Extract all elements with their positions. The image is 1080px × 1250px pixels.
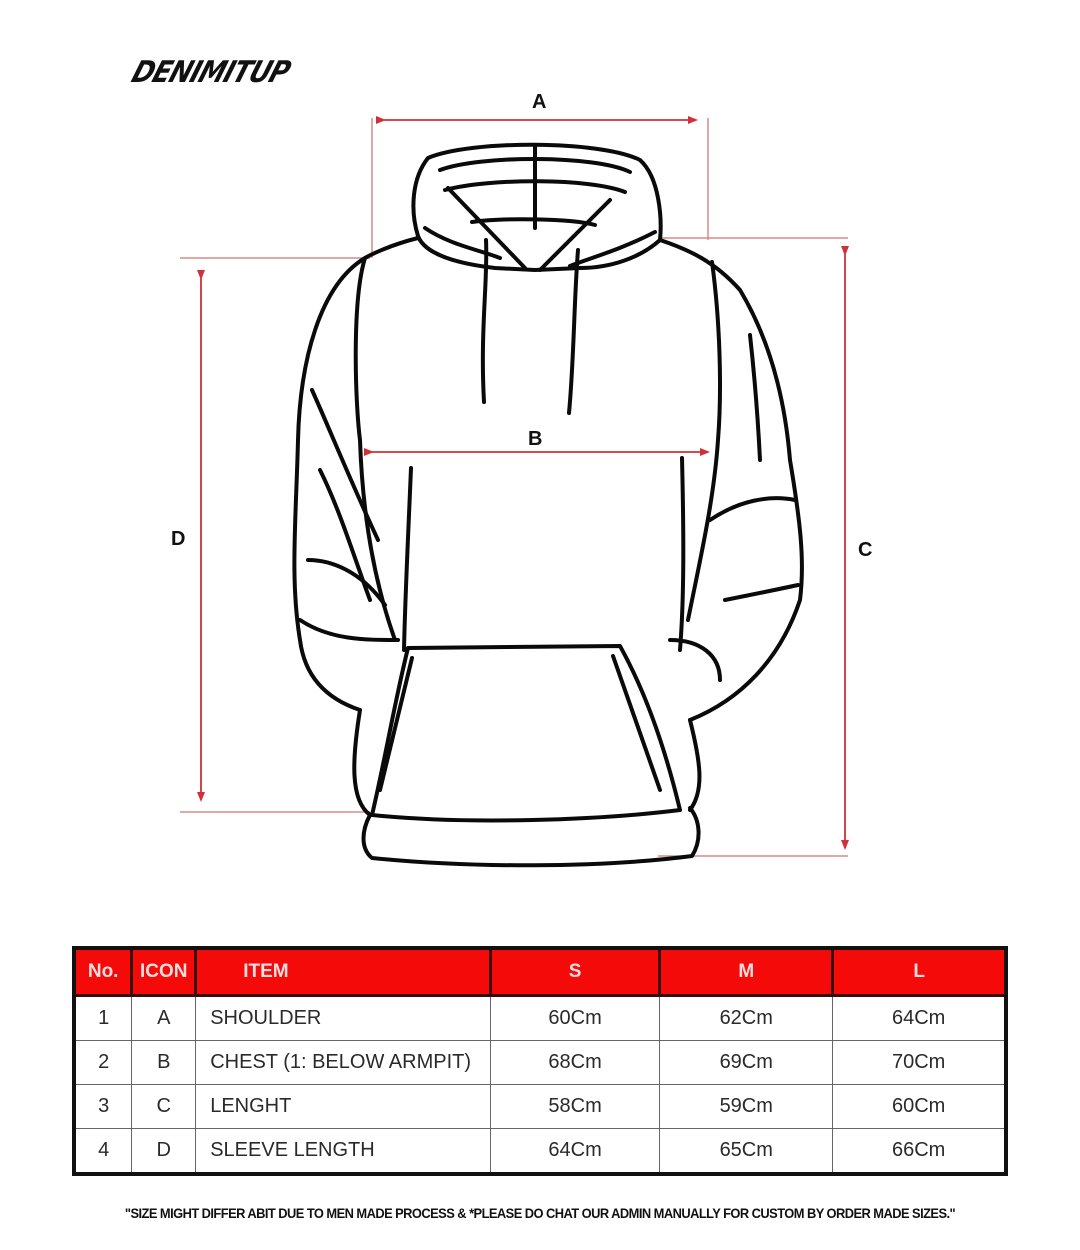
cell-size-m: 69Cm [659,1040,834,1085]
table-row: 3 C LENGHT 58Cm 59Cm 60Cm [73,1084,1007,1129]
size-chart-table: No. ICON ITEM S M L 1 A SHOULDER 60Cm 62… [72,946,1008,1176]
col-header-size-l: L [831,946,1008,997]
table-row: 2 B CHEST (1: BELOW ARMPIT) 68Cm 69Cm 70… [73,1040,1007,1085]
cell-size-s: 60Cm [489,995,661,1041]
col-header-size-m: M [658,946,835,997]
cell-item: CHEST (1: BELOW ARMPIT) [195,1040,491,1085]
cell-size-l: 70Cm [832,1040,1007,1085]
cell-no: 3 [73,1084,133,1129]
dimension-label-b: B [528,428,543,450]
table-row: 4 D SLEEVE LENGTH 64Cm 65Cm 66Cm [73,1128,1007,1175]
col-header-item: ITEM [194,946,492,997]
cell-size-m: 62Cm [659,995,834,1041]
cell-size-s: 64Cm [489,1128,661,1175]
dimension-label-a: A [532,91,547,113]
hoodie-outline [292,142,804,868]
measurement-guides [180,118,848,857]
cell-item: LENGHT [195,1084,491,1129]
cell-icon: A [131,995,197,1041]
footer-disclaimer: "SIZE MIGHT DIFFER ABIT DUE TO MEN MADE … [124,1205,956,1221]
table-row: 1 A SHOULDER 60Cm 62Cm 64Cm [73,995,1007,1041]
cell-size-l: 60Cm [832,1084,1007,1129]
cell-icon: C [131,1084,197,1129]
cell-no: 1 [73,995,133,1041]
hoodie-size-diagram [180,116,849,868]
measurement-arrows [197,116,849,850]
table-header-row: No. ICON ITEM S M L [72,946,1008,997]
cell-size-l: 64Cm [832,995,1007,1041]
cell-item: SLEEVE LENGTH [195,1128,491,1175]
cell-size-l: 66Cm [832,1128,1007,1175]
cell-size-s: 68Cm [489,1040,661,1085]
cell-icon: B [131,1040,197,1085]
col-header-no: No. [72,946,134,997]
dimension-label-c: C [858,539,873,561]
cell-size-s: 58Cm [489,1084,661,1129]
cell-size-m: 59Cm [659,1084,834,1129]
cell-icon: D [131,1128,197,1175]
cell-no: 2 [73,1040,133,1085]
col-header-size-s: S [488,946,662,997]
cell-item: SHOULDER [195,995,491,1041]
dimension-label-d: D [171,528,186,550]
col-header-icon: ICON [130,946,198,997]
cell-size-m: 65Cm [659,1128,834,1175]
cell-no: 4 [73,1128,133,1175]
